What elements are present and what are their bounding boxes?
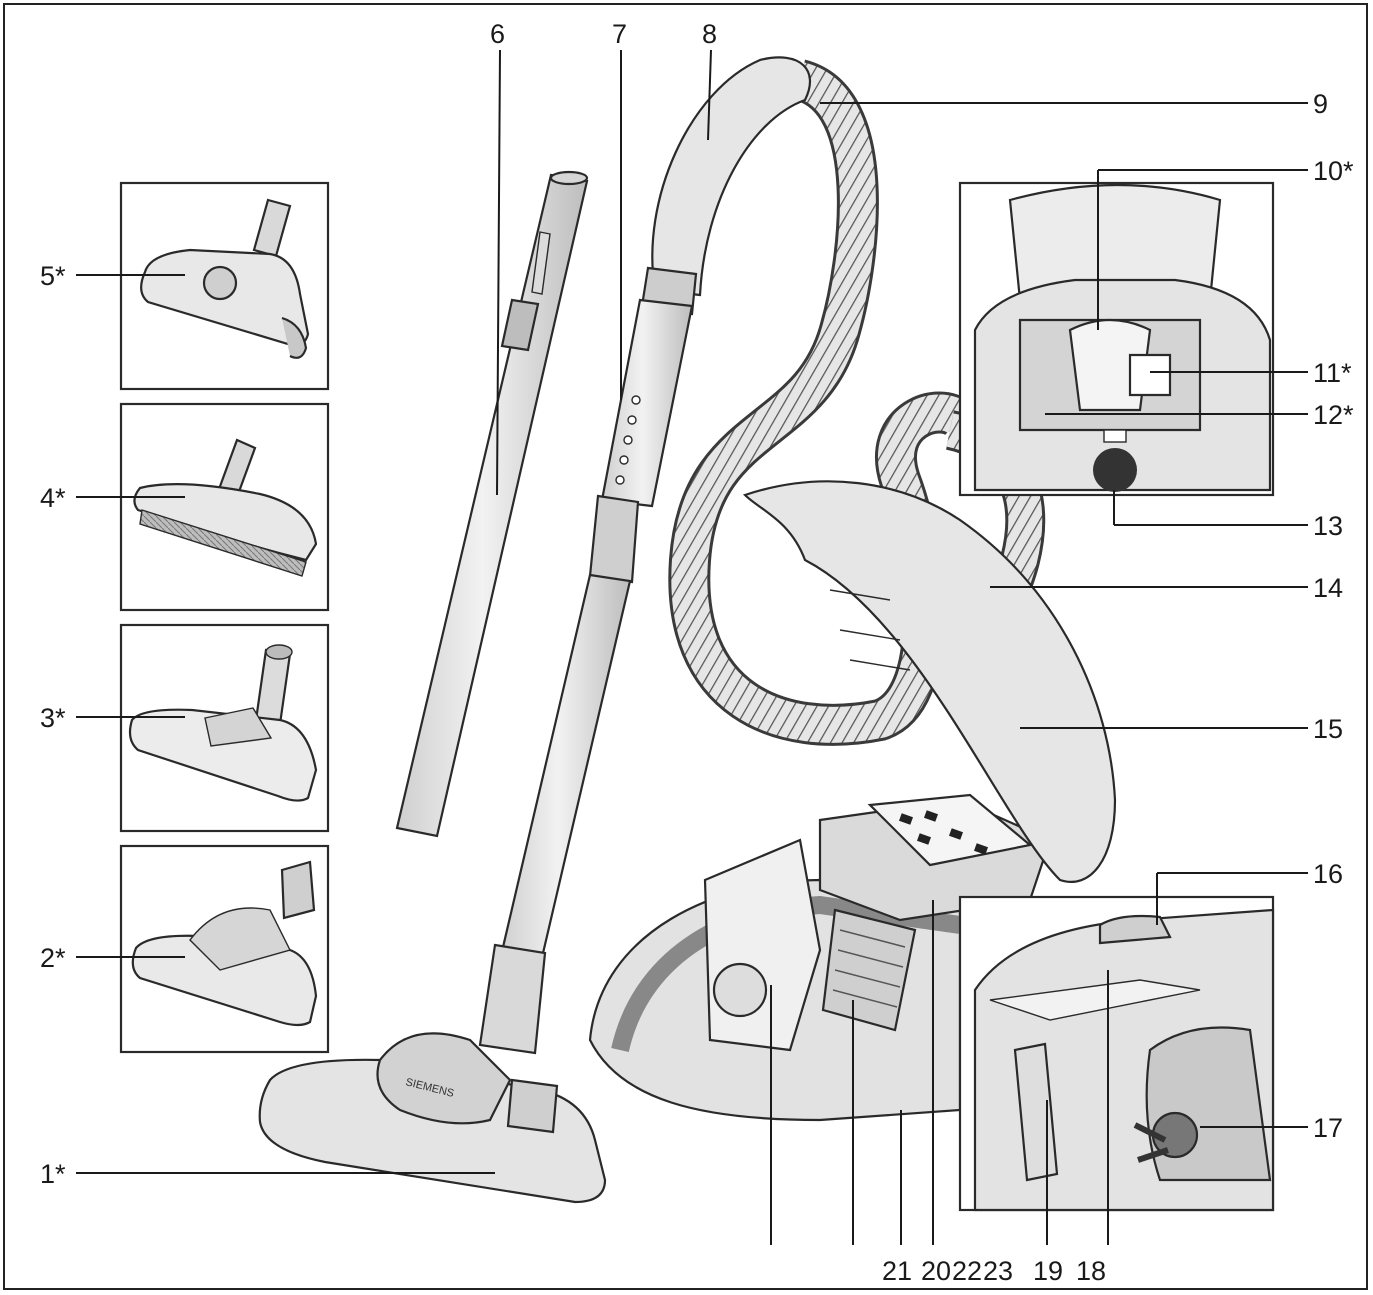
label-15: 15 <box>1313 714 1343 744</box>
label-12: 12* <box>1313 400 1354 430</box>
label-14: 14 <box>1313 573 1343 603</box>
label-22: 22 <box>952 1256 982 1286</box>
label-16: 16 <box>1313 859 1343 889</box>
label-5: 5* <box>40 261 66 291</box>
label-17: 17 <box>1313 1113 1343 1143</box>
accessory-box-5 <box>119 181 330 391</box>
inset-body <box>958 895 1275 1212</box>
label-3: 3* <box>40 703 66 733</box>
label-10: 10* <box>1313 156 1354 186</box>
label-9: 9 <box>1313 89 1328 119</box>
label-23: 23 <box>983 1256 1013 1286</box>
accessory-box-3 <box>119 623 330 833</box>
callout-labels: 5* 4* 3* 2* 1* 6 7 8 9 10* 11* 12* 13 14… <box>40 19 1354 1286</box>
label-8: 8 <box>702 19 717 49</box>
telescopic-pipe <box>478 298 694 1055</box>
floor-nozzle: SIEMENS <box>258 1032 607 1204</box>
accessory-box-4 <box>119 402 330 612</box>
label-21: 21 <box>882 1256 912 1286</box>
label-4: 4* <box>40 483 66 513</box>
leader-lines <box>76 49 1308 1245</box>
vacuum-body <box>588 480 1117 1122</box>
accessory-box-2 <box>119 844 330 1054</box>
inset-container <box>958 181 1275 497</box>
label-2: 2* <box>40 943 66 973</box>
extension-tube <box>395 170 589 838</box>
label-7: 7 <box>612 19 627 49</box>
label-6: 6 <box>490 19 505 49</box>
label-1: 1* <box>40 1159 66 1189</box>
label-19: 19 <box>1033 1256 1063 1286</box>
label-13: 13 <box>1313 511 1343 541</box>
label-18: 18 <box>1076 1256 1106 1286</box>
label-11: 11* <box>1313 358 1352 388</box>
label-20: 20 <box>921 1256 951 1286</box>
